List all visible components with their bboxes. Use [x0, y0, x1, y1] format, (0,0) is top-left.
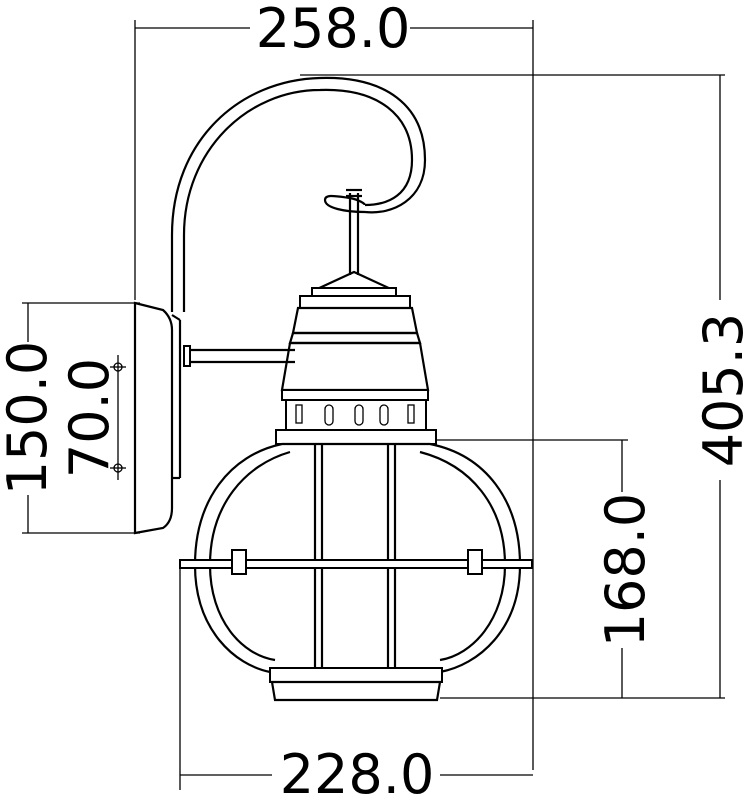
lantern-globe [179, 442, 533, 674]
total-height-label: 405.3 [692, 313, 747, 468]
backplate-height-label: 150.0 [0, 341, 59, 496]
scroll-arm [170, 76, 427, 367]
lantern-height-label: 168.0 [594, 493, 657, 648]
dimension-lines [22, 20, 725, 790]
lantern-base [269, 667, 443, 702]
top-width-label: 258.0 [256, 0, 411, 60]
lantern-cap [275, 270, 437, 445]
mount-spacing-label: 70.0 [58, 358, 121, 478]
bottom-width-label: 228.0 [280, 743, 435, 799]
wall-backplate [133, 301, 182, 535]
